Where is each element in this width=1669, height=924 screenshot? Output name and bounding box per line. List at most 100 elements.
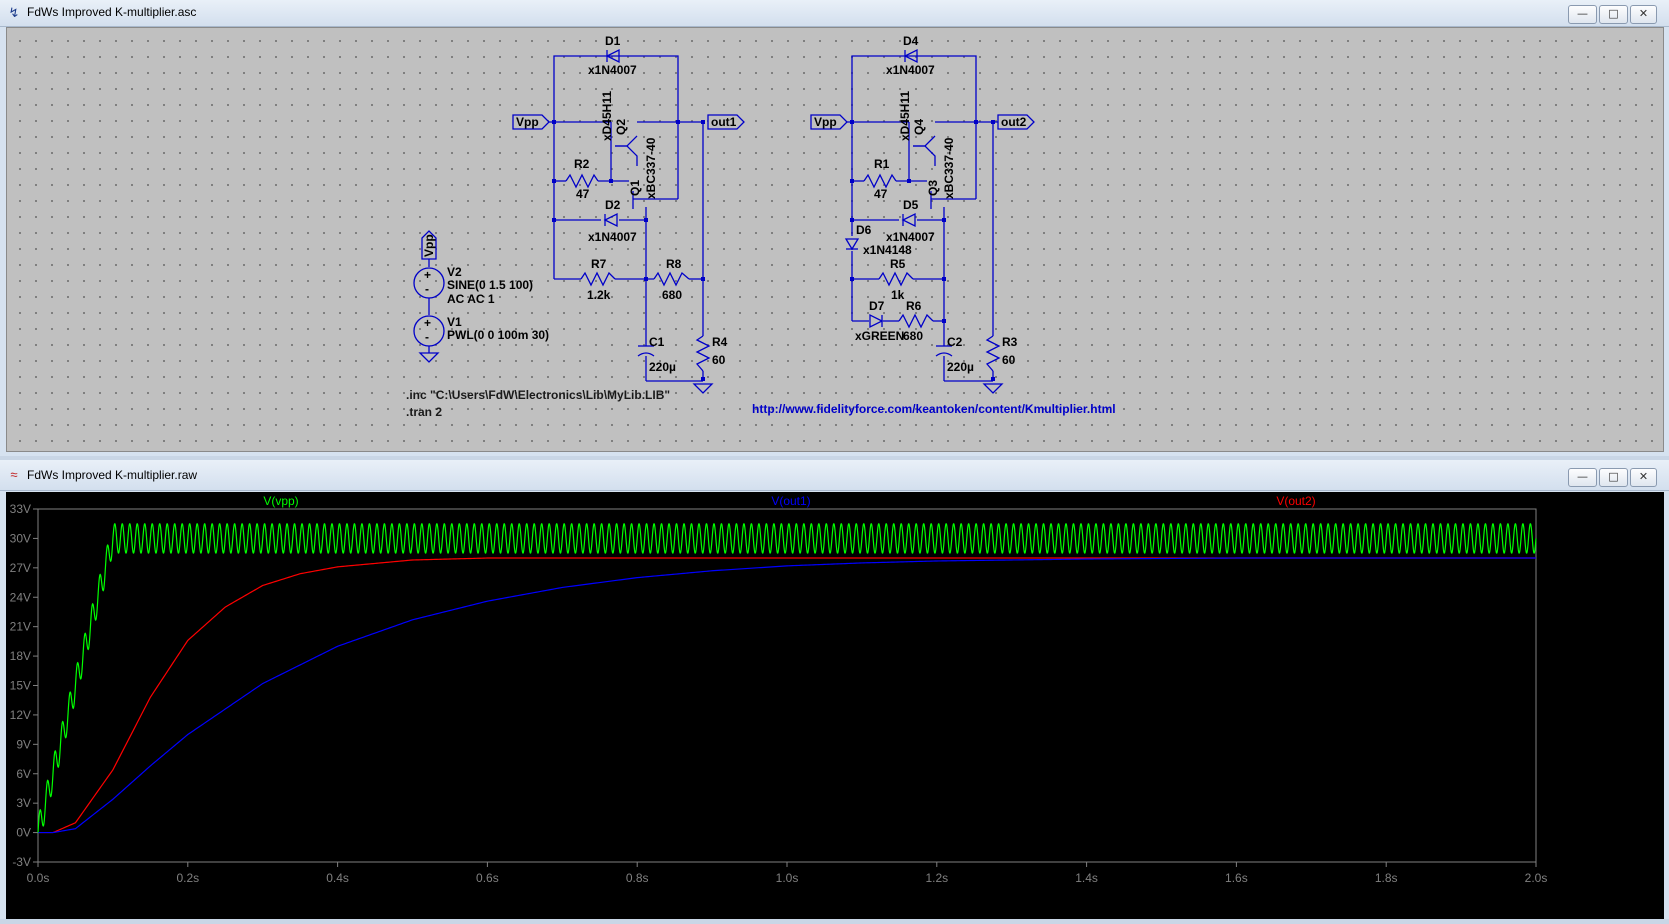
r2-symbol[interactable] — [565, 173, 599, 189]
x-tick-label: 1.0s — [776, 871, 799, 885]
schematic-titlebar[interactable]: ↯ FdWs Improved K-multiplier.asc —□✕ — [0, 0, 1669, 27]
d5-symbol[interactable] — [901, 212, 916, 228]
svg-text:Vpp: Vpp — [516, 115, 539, 129]
c2-label: C2 — [947, 335, 963, 349]
q3-label: Q3 — [926, 180, 940, 196]
d6-label: D6 — [856, 223, 872, 237]
r3-label: R3 — [1002, 335, 1018, 349]
close-button[interactable]: ✕ — [1630, 468, 1657, 487]
net-label-vpp-2: Vpp — [810, 114, 848, 130]
r7-label: R7 — [591, 257, 607, 271]
q1-label: Q1 — [628, 180, 642, 196]
y-tick-label: 3V — [16, 796, 31, 810]
y-tick-label: 0V — [16, 826, 31, 840]
v2-sign-plus: + — [424, 268, 431, 282]
y-tick-label: 27V — [10, 561, 31, 575]
d1-label: D1 — [605, 34, 621, 48]
r2-label: R2 — [574, 157, 590, 171]
y-tick-label: 12V — [10, 708, 31, 722]
r6-label: R6 — [906, 299, 922, 313]
d2-symbol[interactable] — [603, 212, 618, 228]
trace-v-vpp[interactable] — [37, 523, 1537, 833]
q2-value: xD45H11 — [600, 91, 614, 141]
minimize-button[interactable]: — — [1568, 5, 1597, 24]
trace-v-out2[interactable] — [38, 557, 1536, 834]
trace-v-out1[interactable] — [38, 557, 1536, 834]
restore-button[interactable]: □ — [1599, 5, 1628, 24]
reference-link[interactable]: http://www.fidelityforce.com/keantoken/c… — [752, 402, 1116, 416]
ltspice-schematic-icon: ↯ — [8, 5, 20, 20]
x-tick-label: 1.8s — [1375, 871, 1398, 885]
plot-frame — [37, 508, 1537, 863]
d2-value: x1N4007 — [588, 230, 637, 244]
q3-value: xBC337-40 — [942, 137, 956, 199]
restore-button[interactable]: □ — [1599, 468, 1628, 487]
waveform-window: ≈ FdWs Improved K-multiplier.raw —□✕ -3V… — [0, 460, 1669, 919]
v2-sign-minus: - — [425, 282, 429, 296]
legend-item[interactable]: V(vpp) — [263, 494, 298, 508]
d4-symbol[interactable] — [903, 48, 918, 64]
r6-value: 680 — [903, 329, 923, 343]
svg-text:out1: out1 — [711, 115, 737, 129]
r3-value: 60 — [1002, 353, 1016, 367]
q2-label: Q2 — [614, 119, 628, 135]
x-tick-label: 1.4s — [1075, 871, 1098, 885]
y-tick-label: 33V — [10, 502, 31, 516]
legend-item[interactable]: V(out2) — [1276, 494, 1315, 508]
r2-value: 47 — [576, 187, 590, 201]
v1-sign-plus: + — [424, 316, 431, 330]
minimize-button[interactable]: — — [1568, 468, 1597, 487]
d5-label: D5 — [903, 198, 919, 212]
v1-label: V1 — [447, 315, 462, 329]
d7-symbol[interactable] — [869, 313, 884, 329]
q4-value: xD45H11 — [898, 91, 912, 141]
y-tick-label: 30V — [10, 531, 31, 545]
v2-ac-value: AC AC 1 — [447, 292, 495, 306]
q4-label: Q4 — [912, 119, 926, 135]
c2-value: 220µ — [947, 360, 974, 374]
legend-item[interactable]: V(out1) — [771, 494, 810, 508]
c2-symbol[interactable] — [935, 341, 953, 357]
close-button[interactable]: ✕ — [1630, 5, 1657, 24]
d1-symbol[interactable] — [605, 48, 620, 64]
inc-directive[interactable]: .inc "C:\Users\FdW\Electronics\Lib\MyLib… — [406, 388, 670, 402]
r1-symbol[interactable] — [863, 173, 897, 189]
c1-label: C1 — [649, 335, 665, 349]
y-tick-label: 15V — [10, 679, 31, 693]
r8-label: R8 — [666, 257, 682, 271]
v2-label: V2 — [447, 265, 462, 279]
r4-value: 60 — [712, 353, 726, 367]
r6-symbol[interactable] — [898, 313, 934, 329]
d6-value: x1N4148 — [863, 243, 912, 257]
v1-sign-minus: - — [425, 330, 429, 344]
d4-label: D4 — [903, 34, 919, 48]
q1-value: xBC337-40 — [644, 137, 658, 199]
r4-symbol[interactable] — [695, 335, 711, 372]
c1-value: 220µ — [649, 360, 676, 374]
v2-value: SINE(0 1.5 100) — [447, 278, 533, 292]
d5-value: x1N4007 — [886, 230, 935, 244]
r5-label: R5 — [890, 257, 906, 271]
r8-symbol[interactable] — [653, 271, 690, 287]
y-tick-label: 21V — [10, 620, 31, 634]
x-tick-label: 0.8s — [626, 871, 649, 885]
r5-symbol[interactable] — [878, 271, 914, 287]
svg-text:out2: out2 — [1001, 115, 1027, 129]
y-tick-label: 6V — [16, 767, 31, 781]
c1-symbol[interactable] — [637, 341, 655, 357]
schematic-drawing: Vpp out1 Vpp out2 Vpp — [406, 34, 1116, 419]
tran-directive[interactable]: .tran 2 — [406, 405, 442, 419]
y-tick-label: 9V — [16, 737, 31, 751]
y-tick-label: 24V — [10, 590, 31, 604]
svg-text:Vpp: Vpp — [814, 115, 837, 129]
d6-symbol[interactable] — [844, 238, 860, 251]
r7-symbol[interactable] — [580, 271, 616, 287]
r3-symbol[interactable] — [985, 335, 1001, 372]
waveform-titlebar[interactable]: ≈ FdWs Improved K-multiplier.raw —□✕ — [0, 460, 1669, 491]
schematic-canvas[interactable]: Vpp out1 Vpp out2 Vpp — [6, 27, 1664, 452]
x-tick-label: 0.6s — [476, 871, 499, 885]
left-circuit-wires — [538, 55, 704, 382]
r1-label: R1 — [874, 157, 890, 171]
